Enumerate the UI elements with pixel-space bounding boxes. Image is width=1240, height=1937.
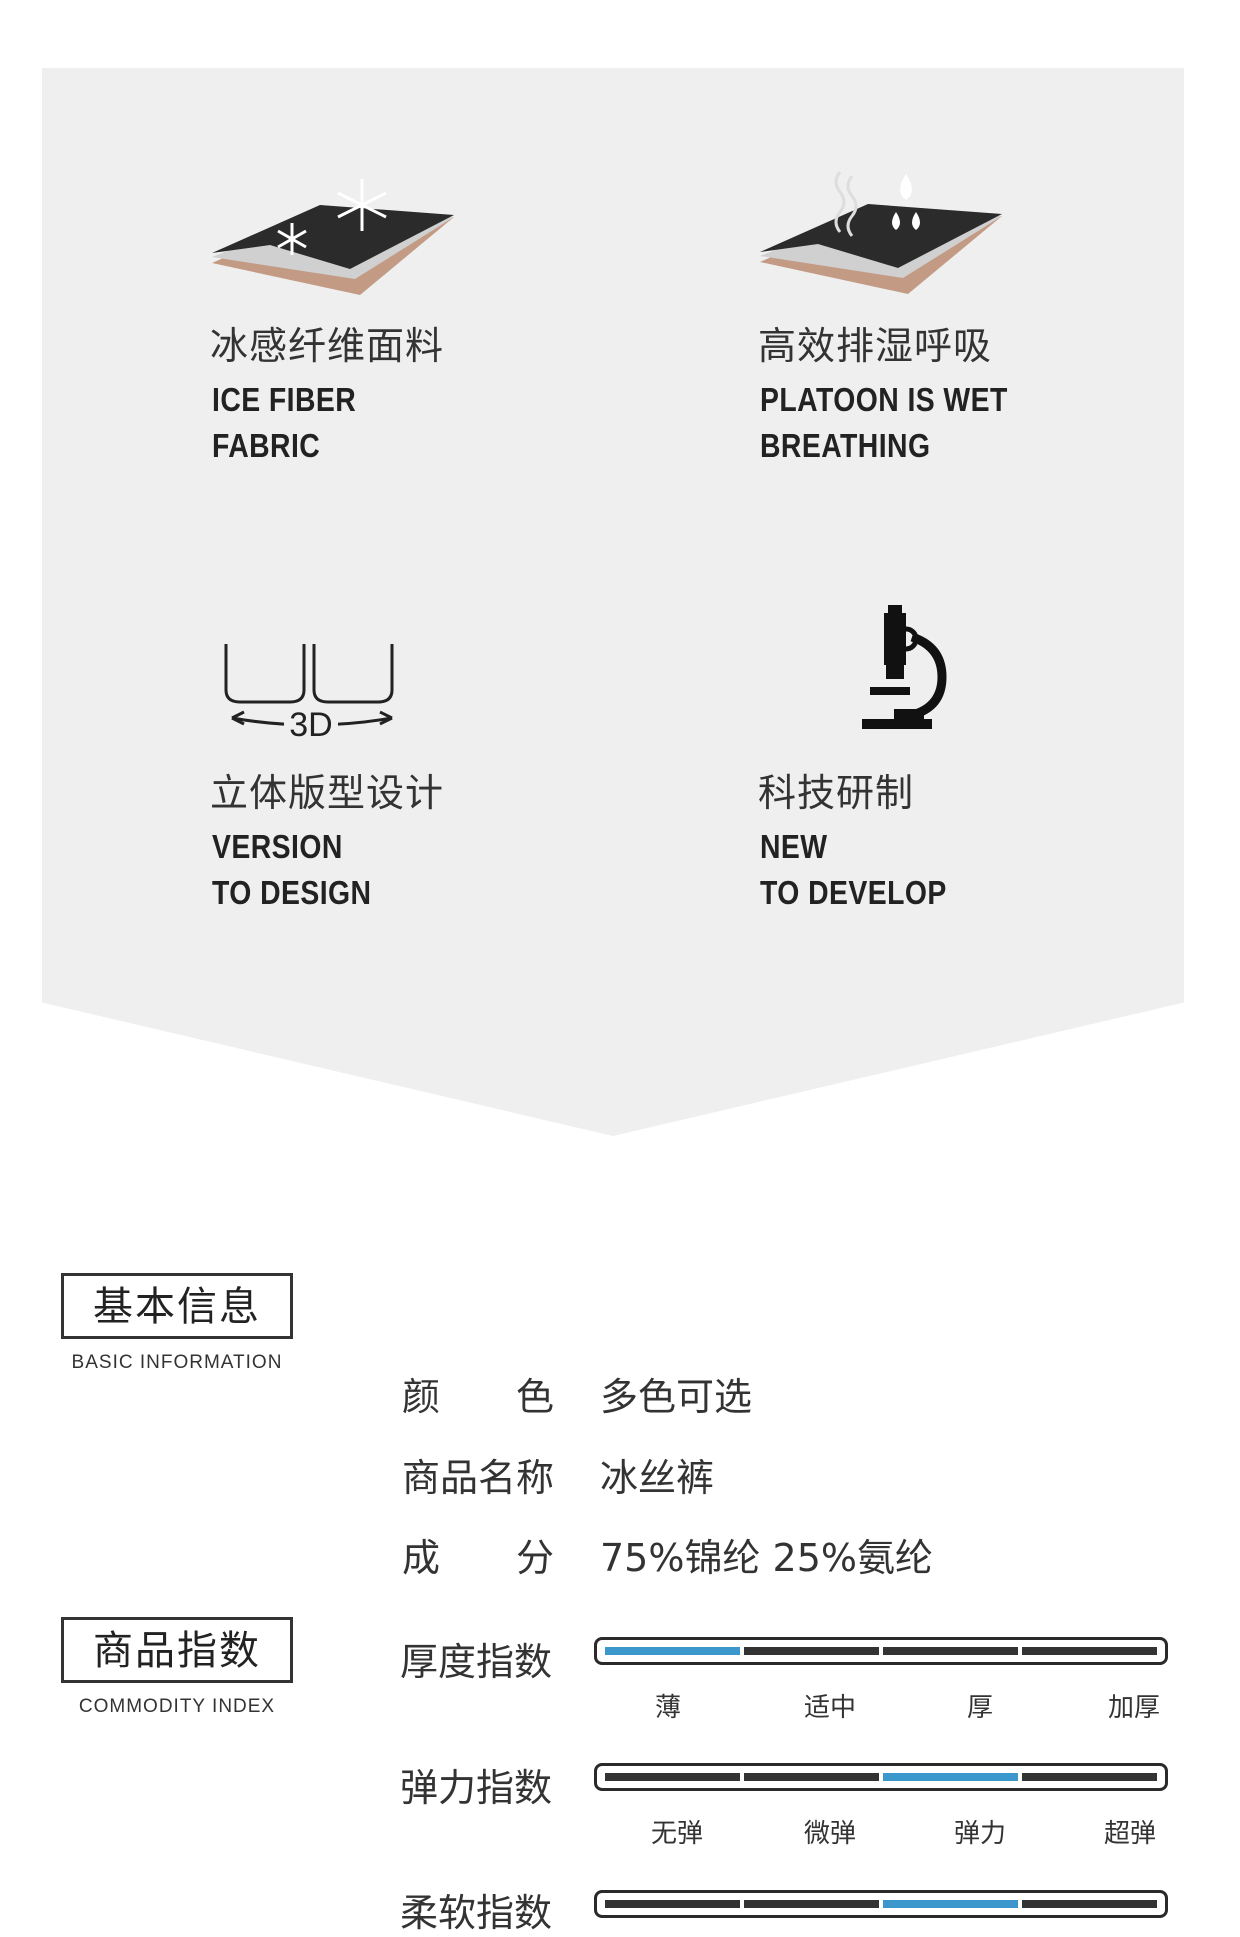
feature-title-zh: 高效排湿呼吸 xyxy=(758,324,993,368)
feature-title-en-2: FABRIC xyxy=(212,427,321,464)
basic-info-heading: 基本信息 xyxy=(61,1273,293,1339)
elasticity-tick: 弹力 xyxy=(953,1819,1006,1849)
thickness-index-bar xyxy=(594,1637,1168,1665)
microscope-icon xyxy=(862,605,947,729)
index-bar-segment xyxy=(744,1647,879,1655)
elasticity-tick: 微弹 xyxy=(803,1819,856,1849)
index-bar-segment xyxy=(605,1900,740,1908)
info-value-material: 75%锦纶 25%氨纶 xyxy=(600,1536,934,1580)
thickness-tick: 厚 xyxy=(966,1693,993,1723)
moisture-breathing-icon xyxy=(760,171,1002,294)
feature-title-en-1: PLATOON IS WET xyxy=(760,381,1008,418)
commodity-index-title: 商品指数 xyxy=(93,1628,261,1674)
basic-info-title: 基本信息 xyxy=(93,1284,261,1330)
basic-info-subtitle: BASIC INFORMATION xyxy=(71,1352,283,1373)
3d-version-icon: 3D xyxy=(224,644,394,744)
feature-title-zh: 立体版型设计 xyxy=(210,771,445,815)
index-bar-segment xyxy=(883,1900,1018,1908)
feature-title-zh: 冰感纤维面料 xyxy=(210,324,445,368)
info-label-color: 颜 色 xyxy=(402,1375,555,1419)
feature-title-en-1: NEW xyxy=(760,828,828,865)
thickness-tick: 适中 xyxy=(803,1693,856,1723)
feature-title-en-2: TO DEVELOP xyxy=(760,874,947,911)
index-bar-segment xyxy=(605,1647,740,1655)
elasticity-tick: 超弹 xyxy=(1103,1819,1156,1849)
thickness-tick: 薄 xyxy=(654,1693,681,1723)
commodity-index-subtitle: COMMODITY INDEX xyxy=(78,1696,276,1717)
feature-title-zh: 科技研制 xyxy=(758,771,915,815)
index-bar-segment xyxy=(1022,1773,1157,1781)
index-bar-segment xyxy=(883,1647,1018,1655)
elasticity-tick: 无弹 xyxy=(650,1819,703,1849)
commodity-index-heading: 商品指数 xyxy=(61,1617,293,1683)
feature-title-en-2: TO DESIGN xyxy=(212,874,372,911)
info-label-name: 商品名称 xyxy=(402,1456,555,1500)
index-bar-segment xyxy=(605,1773,740,1781)
softness-index-bar xyxy=(594,1890,1168,1918)
info-label-material: 成 分 xyxy=(402,1536,555,1580)
index-bar-segment xyxy=(744,1900,879,1908)
feature-title-en-1: ICE FIBER xyxy=(212,381,357,418)
index-bar-segment xyxy=(744,1773,879,1781)
thickness-tick: 加厚 xyxy=(1107,1693,1160,1723)
elasticity-index-bar xyxy=(594,1763,1168,1791)
feature-title-en-2: BREATHING xyxy=(760,427,931,464)
index-bar-segment xyxy=(883,1773,1018,1781)
3d-label: 3D xyxy=(289,706,332,744)
index-label-softness: 柔软指数 xyxy=(400,1891,553,1935)
index-label-thickness: 厚度指数 xyxy=(400,1640,553,1684)
ice-fabric-icon xyxy=(212,179,454,295)
index-label-elasticity: 弹力指数 xyxy=(400,1766,553,1810)
index-bar-segment xyxy=(1022,1647,1157,1655)
feature-title-en-1: VERSION xyxy=(212,828,343,865)
info-value-name: 冰丝裤 xyxy=(600,1456,715,1500)
info-value-color: 多色可选 xyxy=(600,1375,753,1419)
index-bar-segment xyxy=(1022,1900,1157,1908)
